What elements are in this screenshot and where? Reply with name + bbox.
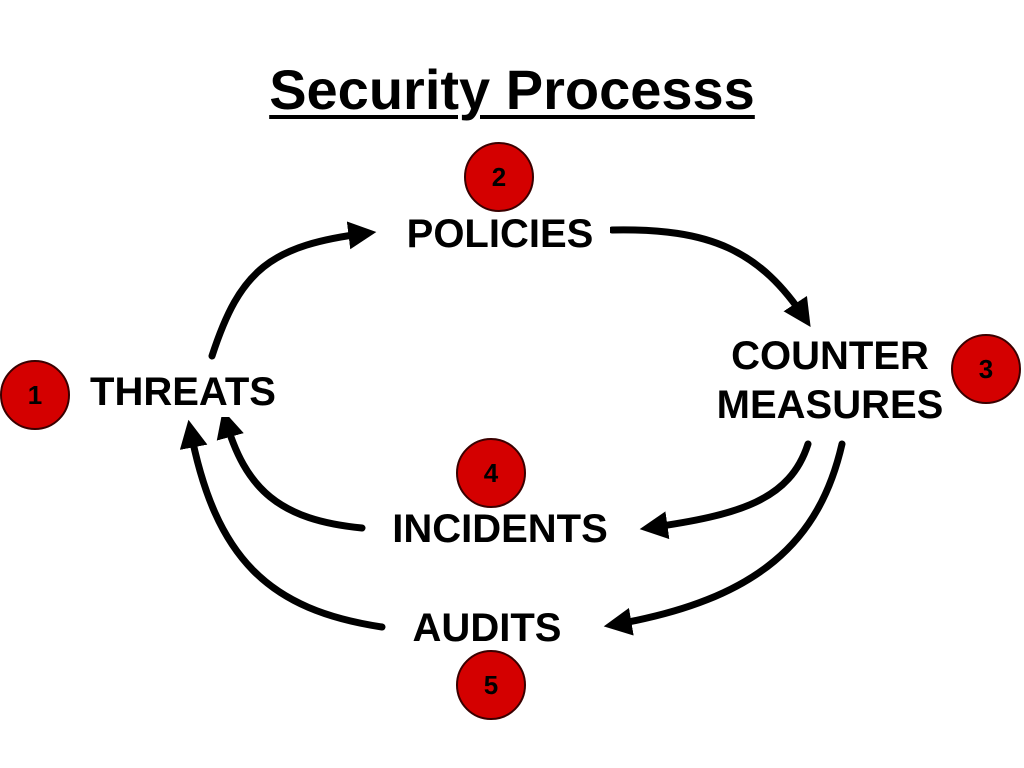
arrow-audits-to-threats xyxy=(179,419,386,631)
arrow-countermeasures-to-incidents xyxy=(639,440,812,540)
step-badge-3: 3 xyxy=(951,334,1021,404)
node-audits: AUDITS xyxy=(390,604,584,653)
node-policies: POLICIES xyxy=(390,210,610,259)
node-incidents: INCIDENTS xyxy=(370,505,630,554)
step-badge-4: 4 xyxy=(456,438,526,508)
step-badge-2: 2 xyxy=(464,142,534,212)
node-counter-measures-line1: COUNTER xyxy=(731,334,929,378)
arrow-countermeasures-to-audits xyxy=(603,440,846,636)
arrow-incidents-to-threats xyxy=(216,409,366,532)
arrow-threats-to-policies xyxy=(208,221,377,360)
node-counter-measures-line2: MEASURES xyxy=(716,382,944,427)
arrow-policies-to-countermeasures xyxy=(608,226,811,328)
page-title: Security Processs xyxy=(269,58,755,121)
step-badge-5: 5 xyxy=(456,650,526,720)
node-counter-measures: COUNTER MEASURES xyxy=(690,332,970,430)
node-threats: THREATS xyxy=(74,368,292,417)
step-badge-1: 1 xyxy=(0,360,70,430)
